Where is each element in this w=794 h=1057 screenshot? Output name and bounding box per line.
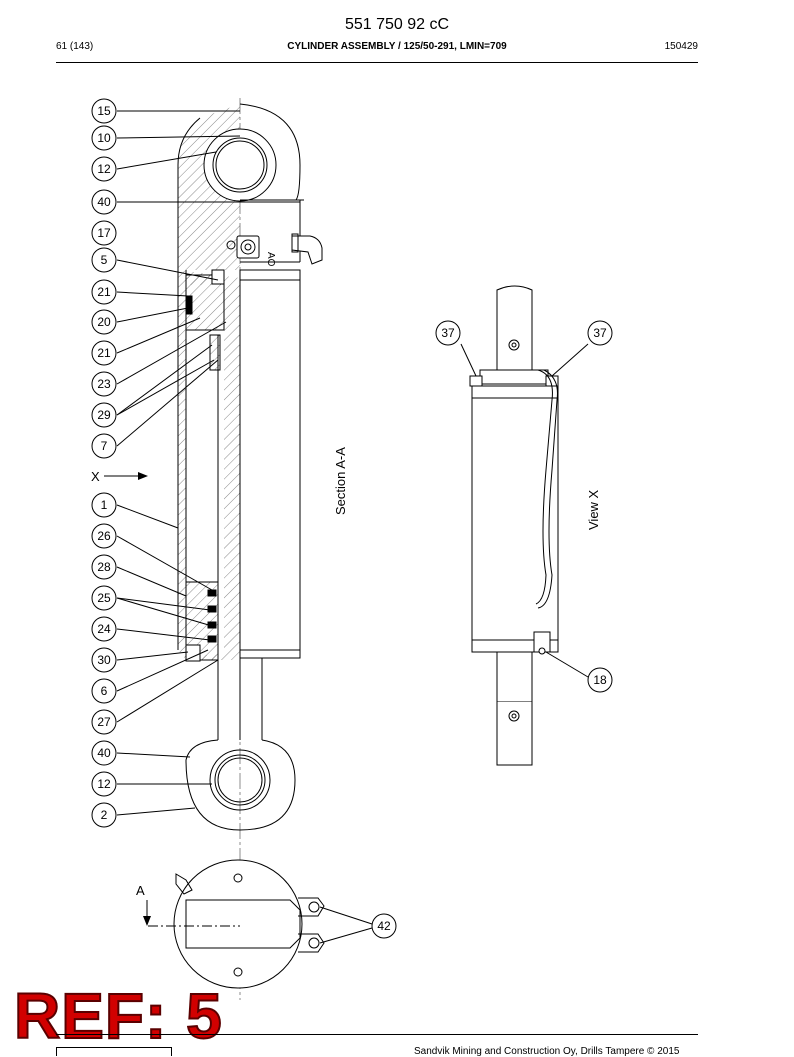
ao-marking: AO — [265, 252, 276, 267]
svg-text:42: 42 — [377, 919, 391, 933]
svg-text:2: 2 — [101, 808, 108, 822]
callout-6 — [91, 678, 117, 704]
document-date: 150429 — [664, 41, 698, 52]
svg-text:25: 25 — [97, 591, 111, 605]
page-number: 61 (143) — [56, 41, 94, 52]
callout-21 — [91, 279, 117, 305]
callout-7 — [91, 433, 117, 459]
svg-text:40: 40 — [97, 195, 111, 209]
callout-5 — [91, 247, 117, 273]
callout-26 — [91, 523, 117, 549]
callout-2 — [91, 802, 117, 828]
svg-text:5: 5 — [101, 253, 108, 267]
callout-28 — [91, 554, 117, 580]
callout-37-right — [587, 320, 613, 346]
svg-text:24: 24 — [97, 622, 111, 636]
document-number: 551 750 92 cC — [344, 16, 450, 33]
callout-37-left — [435, 320, 461, 346]
callout-29 — [91, 402, 117, 428]
view-x — [469, 285, 559, 766]
callout-21b — [91, 340, 117, 366]
svg-text:30: 30 — [97, 653, 111, 667]
svg-text:10: 10 — [97, 131, 111, 145]
callout-12b — [91, 771, 117, 797]
end-view — [148, 859, 325, 989]
a-marker: A — [136, 883, 145, 898]
callout-bubbles — [91, 98, 117, 828]
svg-text:20: 20 — [97, 315, 111, 329]
callout-40 — [91, 189, 117, 215]
callout-27 — [91, 709, 117, 735]
svg-text:29: 29 — [97, 408, 111, 422]
callout-numbers: 15 10 12 40 17 5 21 20 21 23 29 7 1 26 2… — [97, 104, 111, 822]
callout-24 — [91, 616, 117, 642]
callout-25 — [91, 585, 117, 611]
svg-text:40: 40 — [97, 746, 111, 760]
reference-watermark: REF: 5 — [13, 980, 223, 1052]
svg-text:37: 37 — [593, 326, 607, 340]
callout-12 — [91, 156, 117, 182]
svg-text:37: 37 — [441, 326, 455, 340]
svg-text:1: 1 — [101, 498, 108, 512]
page-title: CYLINDER ASSEMBLY / 125/50-291, LMIN=709 — [287, 41, 507, 52]
svg-text:12: 12 — [97, 162, 111, 176]
svg-text:26: 26 — [97, 529, 111, 543]
view-label: View X — [586, 489, 601, 530]
callout-18 — [587, 667, 613, 693]
callout-42 — [371, 913, 397, 939]
svg-text:7: 7 — [101, 439, 108, 453]
svg-text:6: 6 — [101, 684, 108, 698]
callout-30 — [91, 647, 117, 673]
company-logo — [56, 1047, 172, 1056]
callout-20 — [91, 309, 117, 335]
svg-text:27: 27 — [97, 715, 111, 729]
header-rule — [56, 62, 698, 63]
svg-text:21: 21 — [97, 285, 111, 299]
callout-40b — [91, 740, 117, 766]
svg-text:12: 12 — [97, 777, 111, 791]
svg-text:18: 18 — [593, 673, 607, 687]
x-marker: X — [91, 469, 100, 484]
footer-rule — [56, 1034, 698, 1035]
left-callouts — [116, 110, 300, 816]
svg-text:17: 17 — [97, 226, 111, 240]
callout-23 — [91, 371, 117, 397]
svg-text:23: 23 — [97, 377, 111, 391]
callout-1 — [91, 492, 117, 518]
svg-text:28: 28 — [97, 560, 111, 574]
callout-15 — [91, 98, 117, 124]
section-view — [177, 98, 323, 1000]
svg-text:21: 21 — [97, 346, 111, 360]
svg-text:15: 15 — [97, 104, 111, 118]
callout-17 — [91, 220, 117, 246]
footer-copyright: Sandvik Mining and Construction Oy, Dril… — [414, 1046, 680, 1057]
section-label: Section A-A — [333, 447, 348, 515]
callout-10 — [91, 125, 117, 151]
